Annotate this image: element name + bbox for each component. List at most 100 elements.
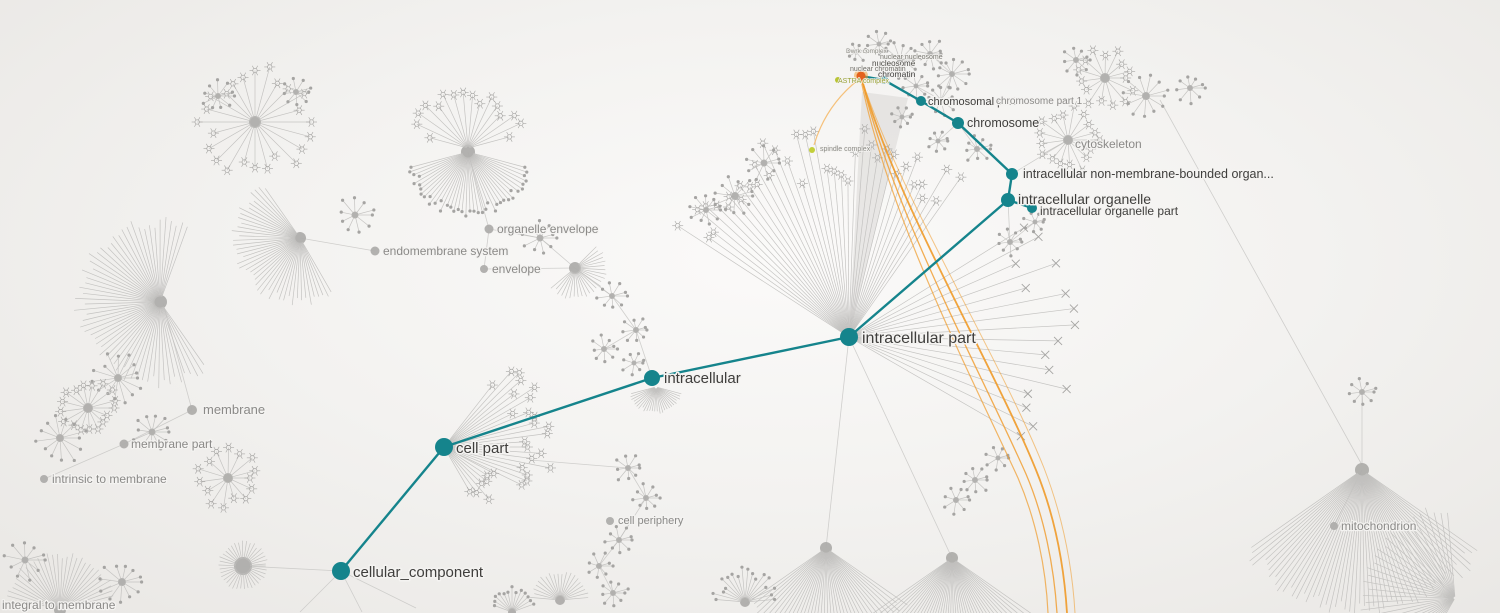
cluster-ray <box>728 196 849 337</box>
cluster-tip-spoke <box>224 165 227 169</box>
label-cellular-component[interactable]: cellular_component <box>352 563 486 583</box>
node-cellular-component[interactable] <box>332 562 350 580</box>
label-cytoskeleton[interactable]: cytoskeleton <box>1074 136 1143 153</box>
cluster-ray <box>442 94 468 147</box>
label-cell-periphery[interactable]: cell periphery <box>617 514 685 529</box>
cluster-ray <box>632 497 644 501</box>
cluster-tip-dot <box>1369 398 1373 403</box>
cluster-tip-spoke <box>531 411 534 415</box>
node-intracellular-nmbo[interactable] <box>1006 168 1018 180</box>
label-intracellular[interactable]: intracellular <box>663 369 743 389</box>
cluster-ray <box>62 439 81 450</box>
cluster-tip-dot <box>132 363 136 367</box>
cluster-ray <box>90 410 104 423</box>
label-intrinsic-to-membrane[interactable]: intrinsic to membrane <box>51 471 169 488</box>
label-membrane-part[interactable]: membrane part <box>130 436 215 453</box>
label-chromosome[interactable]: chromosome <box>966 115 1041 132</box>
cluster-tip-spoke <box>250 473 253 477</box>
cluster-ray <box>445 446 551 469</box>
label-chromosomal-part[interactable]: chromosomal part <box>927 95 1018 110</box>
cluster-ray <box>213 122 251 134</box>
node-intracellular-organelle[interactable] <box>1001 193 1015 207</box>
cluster-hub <box>294 232 306 244</box>
cluster-tip-spoke <box>527 476 530 480</box>
cluster-tip-spoke <box>516 367 519 372</box>
label-intracellular-nmbo[interactable]: intracellular non-membrane-bounded organ… <box>1022 166 1276 183</box>
label-membrane[interactable]: membrane <box>202 401 267 419</box>
label-intracellular-organelle[interactable]: intracellular organelle <box>1017 190 1153 209</box>
cluster-tip-dot <box>601 592 605 596</box>
cluster-tip-spoke <box>241 157 244 161</box>
node-accent[interactable] <box>809 147 815 153</box>
cluster-ray <box>691 210 705 218</box>
cluster-ray <box>636 318 644 329</box>
edge-gray <box>299 237 376 252</box>
node-intracellular[interactable] <box>644 370 660 386</box>
cluster-ray <box>954 69 969 74</box>
cluster-ray <box>638 387 656 409</box>
node-chromosome[interactable] <box>952 117 964 129</box>
cluster-tip-spoke <box>835 172 838 177</box>
cluster-tip-dot <box>418 183 422 187</box>
label-mitochondrion[interactable]: mitochondrion <box>1340 518 1418 535</box>
cluster-tip-spoke <box>883 150 887 154</box>
cluster-ray <box>712 593 742 602</box>
cluster-ray <box>985 453 997 458</box>
cluster-ray <box>1039 132 1065 140</box>
cluster-tip-dot <box>603 551 607 555</box>
cluster-tip-spoke <box>489 494 492 498</box>
label-cell-part[interactable]: cell part <box>455 439 511 459</box>
node-cluster <box>480 265 488 273</box>
cluster-tip-spoke <box>1079 64 1082 69</box>
cluster-tip-spoke <box>494 475 497 479</box>
cluster-ray <box>829 551 894 613</box>
cluster-tip-spoke <box>1087 152 1090 156</box>
node-intracellular-part[interactable] <box>840 328 858 346</box>
cluster-ray <box>850 337 1034 427</box>
cluster-tip-spoke <box>1082 76 1085 80</box>
cluster-tip-dot <box>412 173 416 177</box>
cluster-tip-spoke <box>103 410 107 414</box>
node-cluster <box>711 565 777 607</box>
cluster-tip-spoke <box>489 500 492 505</box>
cluster-tip-dot <box>949 486 953 490</box>
node-accent[interactable] <box>835 77 841 83</box>
label-integral-to-membrane[interactable]: integral to membrane <box>1 597 117 613</box>
cluster-tip-dot <box>630 538 634 542</box>
cluster-tip-spoke <box>225 442 228 446</box>
cluster-tip-spoke <box>1066 159 1069 163</box>
cluster-ray <box>657 387 677 401</box>
label-intracellular-organelle-part[interactable]: intracellular organelle part <box>1039 203 1181 220</box>
cluster-tip-spoke <box>1043 155 1046 160</box>
label-organelle-envelope[interactable]: organelle envelope <box>496 221 600 238</box>
label-chromosome-part-1[interactable]: chromosome part 1 <box>995 95 1084 109</box>
cluster-hub <box>946 552 958 564</box>
cluster-ray <box>1312 475 1361 598</box>
label-envelope[interactable]: envelope <box>491 261 543 278</box>
cluster-tip-spoke <box>844 182 848 186</box>
cluster-ray <box>542 234 553 238</box>
node-cluster <box>997 227 1024 258</box>
node-nucleosome-hl[interactable] <box>856 71 866 81</box>
cluster-ray <box>64 585 112 609</box>
cluster-hub <box>596 563 602 569</box>
label-intracellular-part[interactable]: intracellular part <box>861 329 978 349</box>
cluster-tip-dot <box>971 467 975 471</box>
cluster-ray <box>792 552 825 613</box>
cluster-ray <box>535 584 557 599</box>
label-endomembrane-system[interactable]: endomembrane system <box>382 243 510 260</box>
cluster-tip-spoke <box>498 107 501 111</box>
cluster-ray <box>150 434 153 446</box>
cluster-ray <box>1367 567 1454 598</box>
node-chromatin-node[interactable] <box>880 76 888 84</box>
node-cell-part[interactable] <box>435 438 453 456</box>
node-intracellular-organelle-part[interactable] <box>1027 203 1037 213</box>
cluster-tip-dot <box>766 177 770 181</box>
cluster-tip-dot <box>449 205 453 209</box>
cluster-tip-spoke <box>810 133 813 137</box>
cluster-tip-spoke <box>511 117 514 121</box>
cluster-ray <box>225 550 238 562</box>
node-chromosomal-part[interactable] <box>916 96 926 106</box>
